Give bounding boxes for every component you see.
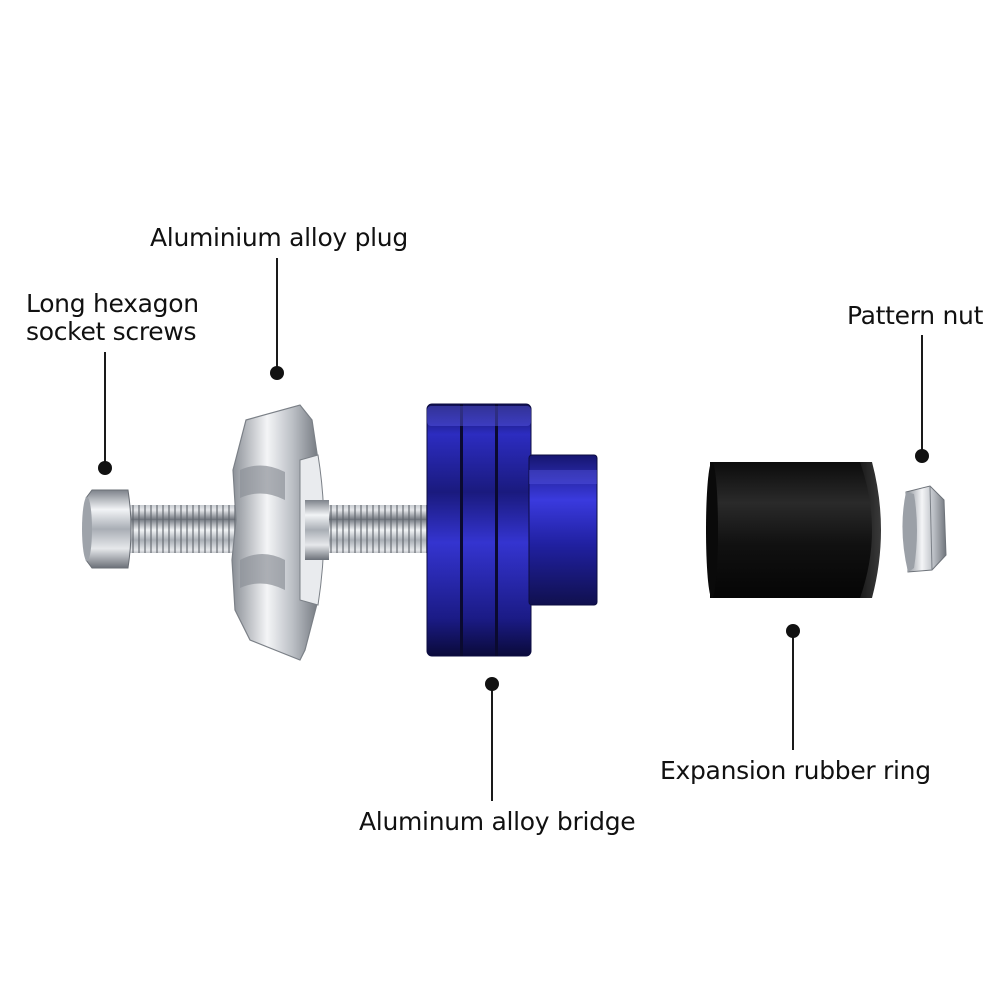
screw-leader-line xyxy=(104,352,106,462)
plug-leader-line xyxy=(276,258,278,368)
rubber-leader-line xyxy=(792,635,794,750)
screw-label-line2: socket screws xyxy=(26,317,197,346)
plug-label: Aluminium alloy plug xyxy=(150,223,408,252)
nut-leader-line xyxy=(921,335,923,450)
screw-leader-dot xyxy=(98,461,112,475)
plug-leader-dot xyxy=(270,366,284,380)
nut-leader-dot xyxy=(915,449,929,463)
aluminium-plug xyxy=(231,404,329,661)
nut-label: Pattern nut xyxy=(847,301,984,330)
rubber-label: Expansion rubber ring xyxy=(660,756,931,785)
aluminum-bridge xyxy=(426,403,598,657)
bridge-leader-line xyxy=(491,688,493,801)
pattern-nut xyxy=(902,485,947,573)
rubber-leader-dot xyxy=(786,624,800,638)
expansion-rubber-ring xyxy=(706,462,881,598)
bridge-leader-dot xyxy=(485,677,499,691)
screw-label: Long hexagon socket screws xyxy=(26,290,199,346)
bridge-label: Aluminum alloy bridge xyxy=(359,807,636,836)
screw-label-line1: Long hexagon xyxy=(26,289,199,318)
